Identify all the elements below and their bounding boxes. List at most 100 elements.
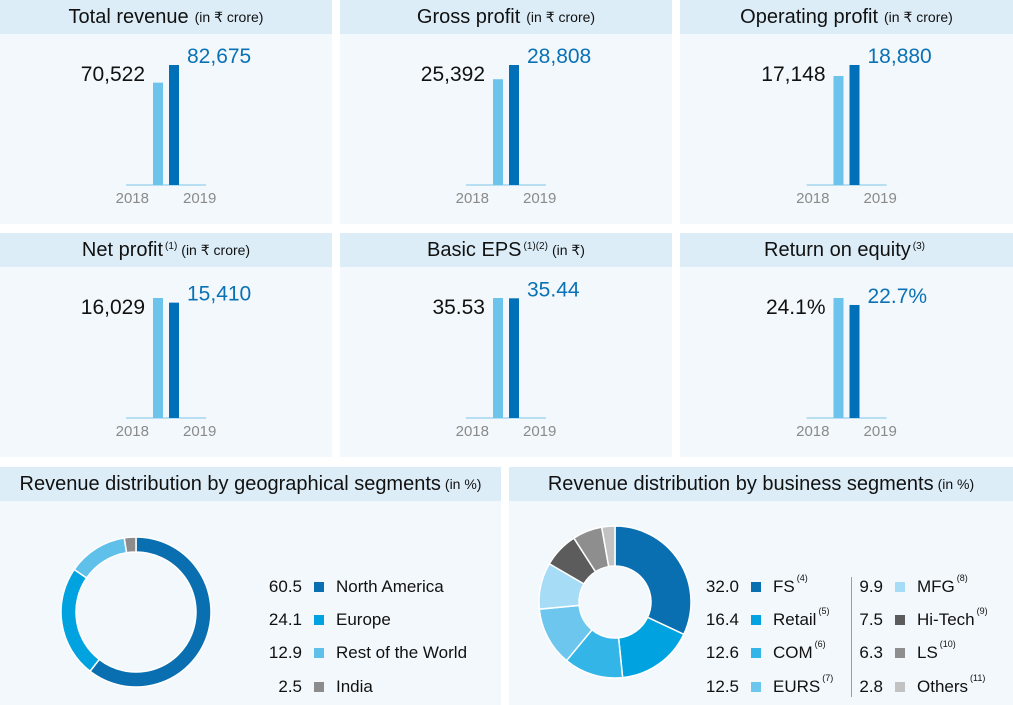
footnote-mark: (7) — [822, 673, 834, 684]
panel-body: 2018 2019 17,148 18,880 — [680, 34, 1013, 224]
tick-label: 2019 — [183, 423, 216, 440]
panel-net-profit: Net profit(1)(in ₹ crore) 2018 2019 16,029… — [0, 233, 332, 457]
panel-body: 2018 2019 16,029 15,410 — [0, 267, 332, 457]
bar-2018 — [153, 298, 163, 418]
donut-business — [538, 525, 692, 679]
legend-name: COM — [773, 643, 813, 662]
panel-header: Total revenue(in ₹ crore) — [0, 0, 332, 34]
legend-name: EURS — [773, 677, 821, 696]
panel-title: Revenue distribution by geographical seg… — [19, 472, 441, 495]
panel-title: Return on equity — [764, 238, 911, 261]
panel-title: Gross profit — [416, 5, 521, 28]
legend-swatch — [751, 682, 761, 692]
panel-unit: (in %) — [937, 476, 975, 492]
legend-name: Rest of the World — [336, 643, 468, 662]
legend-value: 7.5 — [859, 610, 883, 629]
tick-label: 2019 — [864, 190, 897, 207]
bar-2019 — [509, 298, 519, 418]
legend-value: 2.8 — [859, 677, 883, 696]
value-label-2018: 16,029 — [81, 296, 145, 319]
legend-label: COM(6) — [773, 639, 826, 663]
legend-label: MFG(8) — [917, 573, 968, 597]
tick-label: 2018 — [796, 190, 829, 207]
legend-item: 2.8 Others(11) — [839, 673, 985, 698]
legend-name: Europe — [336, 610, 391, 629]
legend-value: 24.1 — [268, 610, 302, 629]
bar-2019 — [169, 302, 179, 418]
panel-geo-distribution: Revenue distribution by geographical seg… — [0, 467, 501, 705]
value-label-2019: 18,880 — [868, 45, 932, 68]
legend-value: 12.6 — [705, 643, 739, 662]
footnote-mark: (3) — [912, 240, 925, 252]
legend-name: North America — [336, 577, 444, 596]
panel-title: Total revenue — [68, 5, 189, 28]
panel-header: Revenue distribution by geographical seg… — [0, 467, 501, 501]
bar-2019 — [509, 65, 519, 185]
legend-swatch — [314, 648, 324, 658]
legend-item: 12.5 EURS(7) — [695, 673, 833, 698]
value-label-2018: 17,148 — [761, 63, 825, 86]
tick-label: 2018 — [116, 423, 149, 440]
legend-value: 60.5 — [268, 577, 302, 596]
panel-unit: (in ₹ crore) — [526, 8, 596, 25]
value-label-2019: 28,808 — [527, 45, 591, 68]
bar-2018 — [493, 79, 503, 185]
legend-item: 16.4 Retail(5) — [695, 606, 830, 631]
legend-name: LS — [917, 643, 938, 662]
legend-value: 16.4 — [705, 610, 739, 629]
legend-swatch — [314, 682, 324, 692]
footnote-mark: (10) — [939, 639, 956, 650]
legend-swatch — [751, 615, 761, 625]
legend-swatch — [314, 615, 324, 625]
footnote-mark: (6) — [814, 639, 826, 650]
legend-name: FS — [773, 577, 795, 596]
legend-value: 12.9 — [268, 643, 302, 662]
value-label-2019: 82,675 — [187, 45, 251, 68]
legend-label: Europe — [336, 610, 391, 630]
legend-value: 2.5 — [278, 677, 302, 696]
footnote-mark: (5) — [818, 606, 830, 617]
bar-2018 — [493, 298, 503, 418]
legend-item: 9.9 MFG(8) — [839, 573, 968, 598]
panel-title: Revenue distribution by business segment… — [547, 472, 934, 495]
bar-chart-operating-profit: 2018 2019 17,148 18,880 — [761, 45, 932, 207]
legend-label: Rest of the World — [336, 643, 467, 663]
value-label-2018: 24.1% — [766, 296, 826, 319]
panel-body: 32.0 FS(4) 16.4 Retail(5) 12.6 COM(6) 12… — [509, 501, 1013, 705]
value-label-2018: 25,392 — [421, 63, 485, 86]
legend-label: Others(11) — [917, 673, 985, 697]
slice-others — [600, 525, 616, 568]
footnote-mark: (8) — [956, 573, 968, 584]
legend-label: Hi-Tech(9) — [917, 606, 988, 630]
legend-item: 32.0 FS(4) — [695, 573, 808, 598]
panel-header: Net profit(1)(in ₹ crore) — [0, 233, 332, 267]
legend-label: FS(4) — [773, 573, 808, 597]
legend-swatch — [314, 582, 324, 592]
legend-label: EURS(7) — [773, 673, 833, 697]
legend-name: Others — [917, 677, 969, 696]
legend-value: 12.5 — [705, 677, 739, 696]
legend-swatch — [751, 582, 761, 592]
value-label-2019: 15,410 — [187, 283, 251, 306]
tick-label: 2019 — [523, 190, 556, 207]
bar-2019 — [169, 65, 179, 185]
legend-value: 32.0 — [705, 577, 739, 596]
value-label-2018: 70,522 — [81, 63, 145, 86]
panel-title: Net profit — [81, 238, 164, 261]
bar-2019 — [849, 65, 860, 185]
panel-title: Basic EPS — [427, 238, 522, 261]
panel-unit: (in ₹) — [551, 241, 585, 258]
legend-item: 60.5 North America — [258, 576, 444, 598]
legend-label: LS(10) — [917, 639, 956, 663]
legend-item: 6.3 LS(10) — [839, 639, 956, 664]
panel-header: Revenue distribution by business segment… — [509, 467, 1013, 501]
legend-swatch — [895, 682, 905, 692]
